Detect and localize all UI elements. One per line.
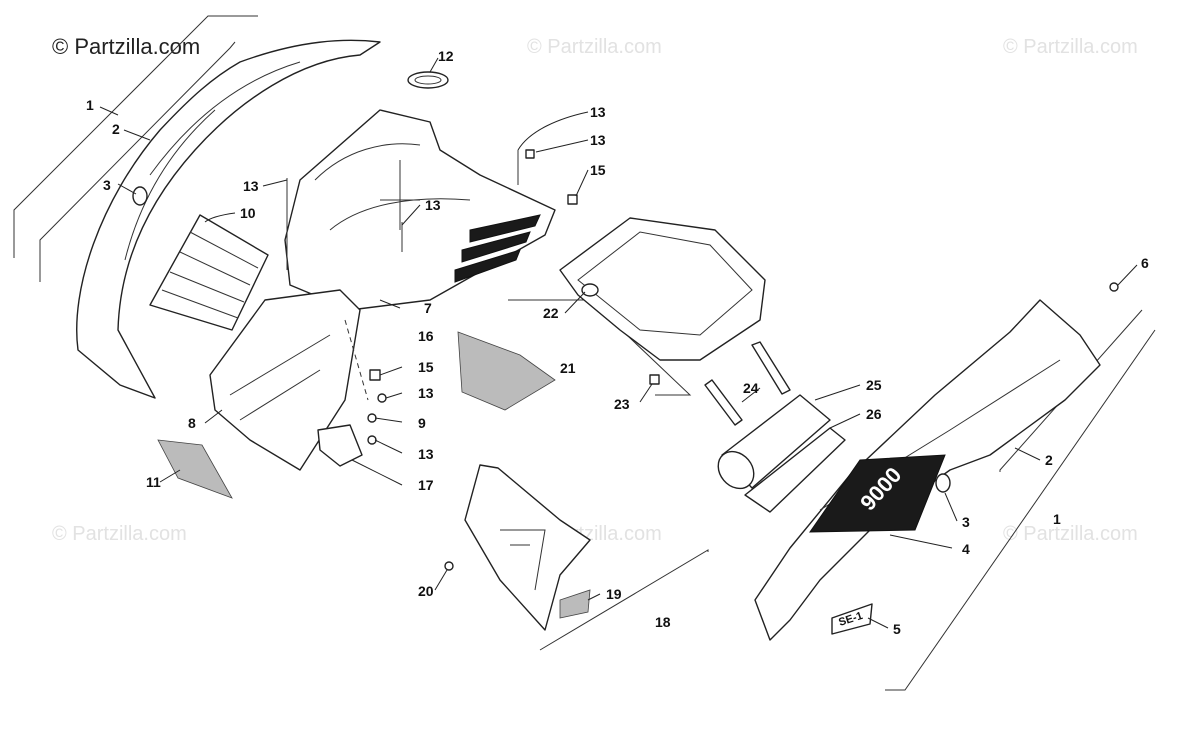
callout-label: 8 bbox=[188, 415, 196, 431]
callout-label: 3 bbox=[103, 177, 111, 193]
fastener-clip bbox=[132, 186, 148, 206]
callout-label: 13 bbox=[243, 178, 259, 194]
callout-label: 23 bbox=[614, 396, 630, 412]
callout-label: 1 bbox=[86, 97, 94, 113]
fairing-crease bbox=[314, 143, 471, 231]
watermark-faint: © Partzilla.com bbox=[1003, 36, 1138, 58]
callout-labels: 1 2 3 1 2 3 4 5 6 7 8 9 10 11 12 13 13 1… bbox=[86, 48, 1149, 637]
strap bbox=[704, 379, 743, 426]
watermark-faint: © Partzilla.com bbox=[527, 36, 662, 58]
bracket-line bbox=[39, 41, 236, 282]
watermark-faint: © Partzilla.com bbox=[1003, 523, 1138, 545]
storage-bin-assembly bbox=[508, 217, 766, 396]
callout-label: 20 bbox=[418, 583, 434, 599]
callout-label: 13 bbox=[590, 132, 606, 148]
lower-nose-part-8 bbox=[209, 289, 361, 471]
bin-latch bbox=[581, 283, 599, 297]
center-fairing-part-7 bbox=[284, 109, 556, 311]
callout-label: 7 bbox=[424, 300, 432, 316]
callout-label: 17 bbox=[418, 477, 434, 493]
clip bbox=[567, 194, 578, 205]
leader-lines bbox=[99, 57, 1138, 629]
left-hood-assembly bbox=[13, 15, 381, 399]
decal-part-4 bbox=[809, 454, 946, 533]
decal-part-19 bbox=[559, 589, 591, 619]
mesh-screen-part-11 bbox=[157, 439, 233, 499]
gasket-ring-inner bbox=[414, 75, 442, 85]
grille-slats bbox=[161, 231, 259, 319]
bin-clip bbox=[649, 374, 660, 385]
watermark-faint: © Partzilla.com bbox=[52, 523, 187, 545]
screw-part-6 bbox=[1109, 282, 1119, 292]
callout-label: 1 bbox=[1053, 511, 1061, 527]
hood-crease bbox=[149, 61, 301, 176]
callout-label: 25 bbox=[866, 377, 882, 393]
screw bbox=[367, 413, 377, 423]
bracket-line bbox=[13, 15, 258, 258]
callout-label: 2 bbox=[112, 121, 120, 137]
bracket-line bbox=[885, 329, 1156, 691]
clip bbox=[369, 369, 381, 381]
bracket-line bbox=[508, 299, 692, 396]
clip bbox=[525, 149, 535, 159]
tube-end bbox=[717, 450, 755, 490]
callout-label: 9 bbox=[418, 415, 426, 431]
watermark-main: © Partzilla.com bbox=[52, 34, 201, 59]
callout-label: 15 bbox=[590, 162, 606, 178]
storage-bin bbox=[559, 217, 766, 361]
callout-label: 13 bbox=[425, 197, 441, 213]
callout-label: 24 bbox=[743, 380, 759, 396]
gasket-ring-part-12 bbox=[407, 71, 449, 89]
callout-label: 16 bbox=[418, 328, 434, 344]
callout-label: 22 bbox=[543, 305, 559, 321]
callout-label: 13 bbox=[590, 104, 606, 120]
fastener-clip bbox=[935, 473, 951, 493]
lower-fairing-assembly bbox=[444, 464, 709, 651]
callout-label: 21 bbox=[560, 360, 576, 376]
callout-label: 13 bbox=[418, 385, 434, 401]
badge-part-5 bbox=[831, 603, 873, 635]
cradle-part-26 bbox=[744, 427, 846, 513]
callout-label: 15 bbox=[418, 359, 434, 375]
film-part-16 bbox=[457, 331, 556, 411]
callout-label: 10 bbox=[240, 205, 256, 221]
hood-crease bbox=[124, 109, 216, 261]
right-side-panel-assembly: 9000 SE-1 bbox=[754, 282, 1156, 691]
callout-label: 4 bbox=[962, 541, 970, 557]
nose-crease bbox=[229, 334, 331, 421]
callout-label: 13 bbox=[418, 446, 434, 462]
screw bbox=[377, 393, 387, 403]
fairing-detail bbox=[380, 160, 420, 230]
callout-label: 6 bbox=[1141, 255, 1149, 271]
callout-label: 12 bbox=[438, 48, 454, 64]
callout-label: 18 bbox=[655, 614, 671, 630]
callout-label: 5 bbox=[893, 621, 901, 637]
grille-part-10 bbox=[149, 214, 269, 331]
dashed-guide bbox=[344, 319, 369, 401]
screw-part-20 bbox=[444, 561, 454, 571]
lower-fairing bbox=[464, 464, 591, 631]
callout-label: 11 bbox=[146, 474, 161, 490]
strap bbox=[751, 341, 791, 395]
fairing-crease bbox=[500, 529, 546, 591]
screw bbox=[367, 435, 377, 445]
callout-label: 19 bbox=[606, 586, 622, 602]
fairing-vents bbox=[454, 214, 541, 283]
center-fairing bbox=[284, 109, 556, 311]
grille bbox=[149, 214, 269, 331]
callout-label: 26 bbox=[866, 406, 882, 422]
bin-lip bbox=[577, 231, 753, 336]
left-hood-panel bbox=[76, 39, 381, 399]
callout-label: 3 bbox=[962, 514, 970, 530]
callout-label: 2 bbox=[1045, 452, 1053, 468]
mount-bracket-part-17 bbox=[317, 424, 363, 467]
lower-nose bbox=[209, 289, 361, 471]
bracket-line bbox=[539, 549, 709, 651]
